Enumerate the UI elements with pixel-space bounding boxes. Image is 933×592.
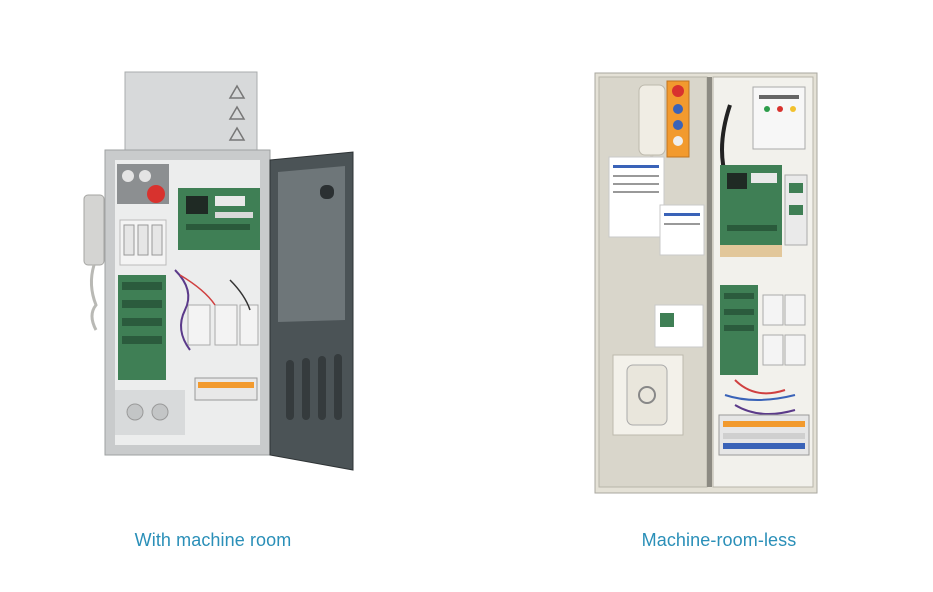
caption-with-machine-room: With machine room bbox=[134, 530, 292, 550]
machine-room-cabinet-image bbox=[70, 60, 370, 480]
caption-machine-room-less: Machine-room-less bbox=[641, 530, 797, 550]
machine-room-less-cabinet-image bbox=[585, 65, 830, 495]
